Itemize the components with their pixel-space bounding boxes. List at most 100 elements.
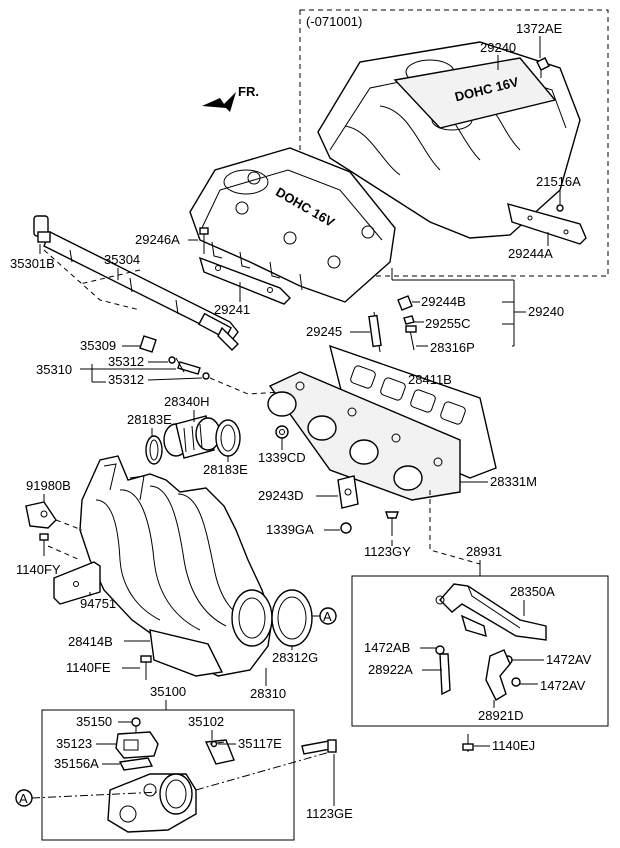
engine-cover-mid: DOHC 16V bbox=[189, 147, 396, 303]
label-29244B: 29244B bbox=[421, 294, 466, 309]
bracket-29241 bbox=[198, 256, 291, 305]
label-35117E: 35117E bbox=[238, 736, 282, 751]
label-29240-top: 29240 bbox=[480, 40, 516, 55]
label-28340H: 28340H bbox=[164, 394, 210, 409]
label-35102: 35102 bbox=[188, 714, 224, 729]
label-29243D: 29243D bbox=[258, 488, 304, 503]
bolt-1140FY bbox=[39, 533, 49, 556]
label-35301B: 35301B bbox=[10, 256, 55, 271]
stud-29245 bbox=[368, 311, 382, 353]
label-28331M: 28331M bbox=[490, 474, 537, 489]
label-1339GA: 1339GA bbox=[266, 522, 314, 537]
clamp-1472AB bbox=[435, 645, 445, 655]
label-29244A: 29244A bbox=[508, 246, 553, 261]
bracket-94751 bbox=[53, 561, 101, 605]
clip-21516A bbox=[556, 204, 564, 212]
label-91980B: 91980B bbox=[26, 478, 71, 493]
bolt-1123GY bbox=[385, 511, 399, 536]
label-28931: 28931 bbox=[466, 544, 502, 559]
label-1140EJ: 1140EJ bbox=[492, 738, 535, 753]
bolt-1140EJ bbox=[462, 734, 474, 752]
throttle-body-box bbox=[41, 709, 295, 841]
bracket-91980B bbox=[25, 501, 57, 529]
label-28183E-b: 28183E bbox=[203, 462, 248, 477]
label-35312-b: 35312 bbox=[108, 372, 144, 387]
callout-ref-a-top bbox=[312, 607, 337, 625]
bolt-1140FE bbox=[140, 655, 152, 680]
label-1123GY: 1123GY bbox=[364, 544, 411, 559]
hose-28350A bbox=[435, 583, 547, 641]
pcv-bracket bbox=[460, 614, 487, 638]
clamp-1472AV-b bbox=[511, 677, 521, 687]
label-94751: 94751 bbox=[80, 596, 116, 611]
label-29241: 29241 bbox=[214, 302, 250, 317]
bolt-29246A bbox=[199, 227, 209, 254]
label-35304: 35304 bbox=[104, 252, 140, 267]
label-1140FE: 1140FE bbox=[66, 660, 111, 675]
label-1472AB: 1472AB bbox=[364, 640, 410, 655]
label-1372AE: 1372AE bbox=[516, 21, 563, 36]
label-1140FY: 1140FY bbox=[16, 562, 61, 577]
callout-a-bottom-label: A bbox=[19, 791, 28, 806]
label-28411B: 28411B bbox=[408, 372, 452, 387]
label-35150: 35150 bbox=[76, 714, 112, 729]
label-29245: 29245 bbox=[306, 324, 342, 339]
gasket-28312G bbox=[271, 589, 313, 647]
runner-flange bbox=[267, 371, 461, 501]
screw-35150 bbox=[131, 717, 141, 734]
label-28316P: 28316P bbox=[430, 340, 475, 355]
throttle-flange bbox=[231, 589, 273, 647]
gasket-35156A bbox=[118, 757, 154, 771]
label-28414B: 28414B bbox=[68, 634, 113, 649]
label-1472AV-b: 1472AV bbox=[540, 678, 586, 693]
label-35312-a: 35312 bbox=[108, 354, 144, 369]
throttle-body-main bbox=[107, 773, 197, 833]
clamp-28183E-b bbox=[215, 419, 241, 457]
clamp-28183E-a bbox=[145, 435, 163, 465]
callout-a-top-label: A bbox=[323, 609, 332, 624]
idle-actuator-35123 bbox=[115, 731, 159, 759]
label-21516A: 21516A bbox=[536, 174, 581, 189]
screw-35117E bbox=[210, 740, 218, 748]
oring-35312-b bbox=[202, 372, 210, 380]
label-29240-mid: 29240 bbox=[528, 304, 564, 319]
hose-28921D bbox=[485, 649, 511, 701]
label-35123: 35123 bbox=[56, 736, 92, 751]
label-29255C: 29255C bbox=[425, 316, 471, 331]
oring-35312-a bbox=[168, 356, 176, 364]
bolt-28316P bbox=[405, 325, 417, 351]
label-28922A: 28922A bbox=[368, 662, 413, 677]
washer-29255C bbox=[403, 315, 415, 325]
nut-1339CD bbox=[275, 425, 289, 439]
label-28310: 28310 bbox=[250, 686, 286, 701]
pressure-regulator-35301B bbox=[33, 215, 51, 243]
injector-35310 bbox=[175, 357, 201, 375]
label-28312G: 28312G bbox=[272, 650, 318, 665]
bolt-1123GE bbox=[301, 739, 337, 755]
engine-cover-top: DOHC 16V bbox=[317, 41, 581, 239]
label-1339CD: 1339CD bbox=[258, 450, 306, 465]
fuel-rail-35304 bbox=[43, 231, 239, 351]
label-35100: 35100 bbox=[150, 684, 186, 699]
label-35156A: 35156A bbox=[54, 756, 99, 771]
bracket-29243D bbox=[337, 475, 359, 509]
variant-box bbox=[299, 9, 609, 277]
label-1123GE: 1123GE bbox=[306, 806, 353, 821]
bracket-29244A bbox=[507, 203, 587, 245]
label-28183E-a: 28183E bbox=[127, 412, 172, 427]
label-28350A: 28350A bbox=[510, 584, 555, 599]
hose-28340H bbox=[163, 415, 221, 459]
bracket-28414B bbox=[149, 629, 224, 677]
hose-28922A bbox=[439, 653, 451, 696]
label-35309: 35309 bbox=[80, 338, 116, 353]
variant-code-label: (-071001) bbox=[306, 14, 362, 29]
front-direction-arrow bbox=[202, 92, 236, 112]
clip-35309 bbox=[139, 335, 157, 353]
cover-grommet-29244B bbox=[397, 295, 413, 311]
bolt-1372AE bbox=[536, 57, 550, 78]
label-35310: 35310 bbox=[36, 362, 72, 377]
label-1472AV-a: 1472AV bbox=[546, 652, 592, 667]
label-29246A: 29246A bbox=[135, 232, 180, 247]
label-28921D: 28921D bbox=[478, 708, 524, 723]
